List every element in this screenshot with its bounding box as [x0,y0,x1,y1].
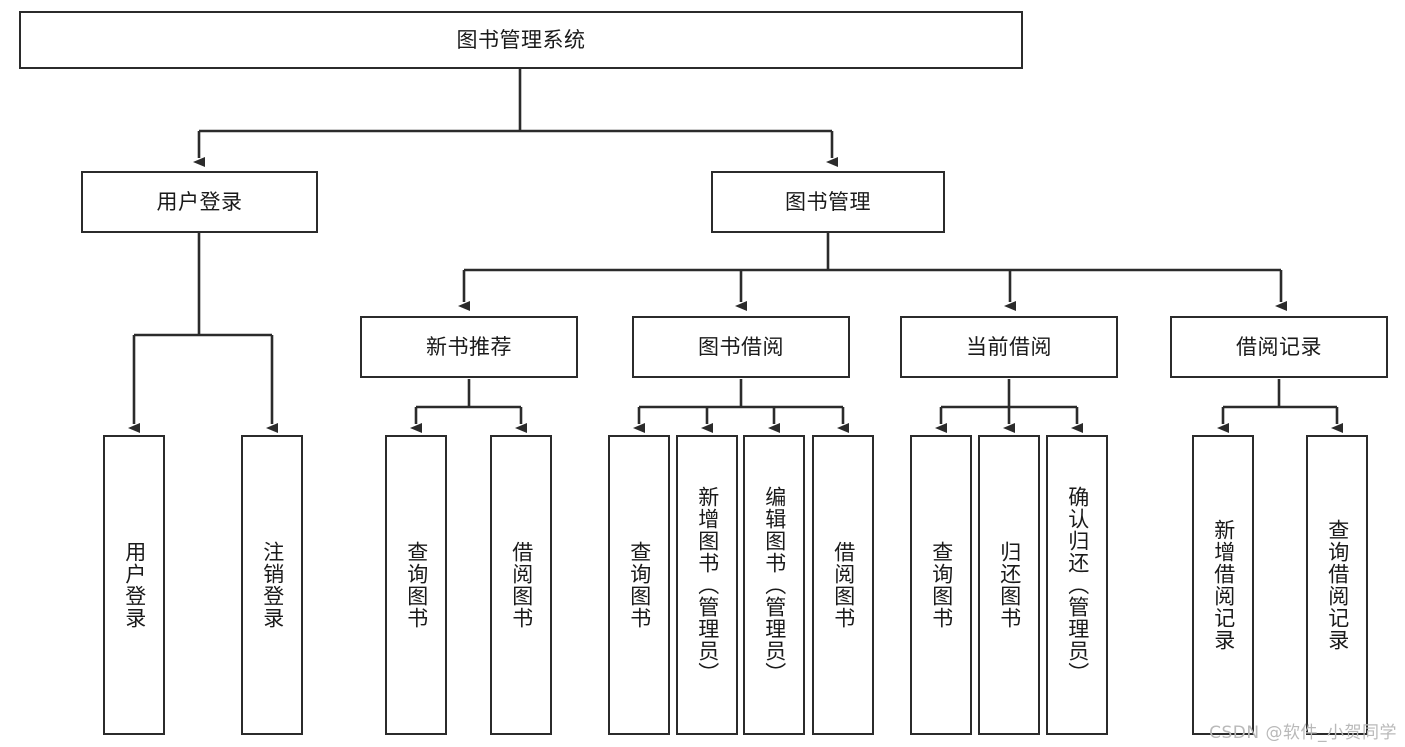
node-label: 用户登录 [122,541,147,629]
node-label: 查询图书 [404,541,429,629]
node-book-borrow[interactable]: 图书借阅 [632,316,850,378]
node-label: 新增借阅记录 [1211,519,1236,651]
node-borrow-record[interactable]: 借阅记录 [1170,316,1388,378]
leaf-book-borrow-edit[interactable]: 编辑图书（管理员） [743,435,805,735]
leaf-borrow-record-add[interactable]: 新增借阅记录 [1192,435,1254,735]
node-label: 借阅图书 [509,541,534,629]
leaf-book-borrow-add[interactable]: 新增图书（管理员） [676,435,738,735]
node-current-borrow[interactable]: 当前借阅 [900,316,1118,378]
node-label: 图书借阅 [698,334,784,359]
node-user-login[interactable]: 用户登录 [81,171,318,233]
node-root-system[interactable]: 图书管理系统 [19,11,1023,69]
node-label: 归还图书 [997,541,1022,629]
node-book-management[interactable]: 图书管理 [711,171,945,233]
node-label: 编辑图书（管理员） [762,486,787,684]
node-label: 新书推荐 [426,334,512,359]
node-label: 新增图书（管理员） [695,486,720,684]
leaf-user-login-logout[interactable]: 注销登录 [241,435,303,735]
leaf-book-borrow-query[interactable]: 查询图书 [608,435,670,735]
leaf-new-book-query[interactable]: 查询图书 [385,435,447,735]
leaf-user-login-login[interactable]: 用户登录 [103,435,165,735]
node-label: 注销登录 [260,541,285,629]
node-label: 图书管理 [785,189,871,214]
node-label: 查询图书 [627,541,652,629]
node-label: 图书管理系统 [456,27,586,52]
leaf-borrow-record-query[interactable]: 查询借阅记录 [1306,435,1368,735]
node-label: 查询图书 [929,541,954,629]
node-label: 用户登录 [156,189,243,214]
leaf-book-borrow-borrow[interactable]: 借阅图书 [812,435,874,735]
leaf-current-borrow-confirm-return[interactable]: 确认归还（管理员） [1046,435,1108,735]
watermark-text: CSDN @软件_小贺同学 [1209,723,1397,743]
node-label: 借阅记录 [1236,334,1322,359]
node-new-book-recommend[interactable]: 新书推荐 [360,316,578,378]
leaf-current-borrow-query[interactable]: 查询图书 [910,435,972,735]
node-label: 查询借阅记录 [1325,519,1350,651]
leaf-new-book-borrow[interactable]: 借阅图书 [490,435,552,735]
node-label: 借阅图书 [831,541,856,629]
leaf-current-borrow-return[interactable]: 归还图书 [978,435,1040,735]
node-label: 确认归还（管理员） [1065,486,1090,684]
node-label: 当前借阅 [966,334,1052,359]
